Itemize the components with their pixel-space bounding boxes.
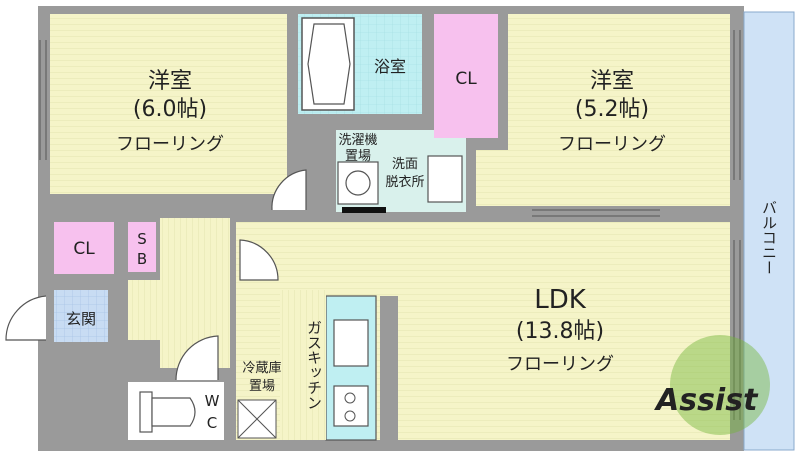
- room2-floor: フローリング: [558, 134, 666, 155]
- watermark-logo: Assist: [654, 383, 759, 418]
- room1-size: (6.0帖): [133, 97, 207, 122]
- window-left: [39, 40, 47, 160]
- western-room-2-alcove: [476, 150, 516, 206]
- ldk-size: (13.8帖): [516, 319, 604, 344]
- door-hall: [239, 239, 279, 281]
- entrance-label: 玄関: [66, 310, 96, 328]
- toilet-tank: [139, 391, 153, 433]
- room2-size: (5.2帖): [575, 97, 649, 122]
- washroom-label-1: 洗面: [392, 157, 418, 172]
- shoe-box: [128, 222, 156, 272]
- window-right: [733, 30, 741, 420]
- gas-stove: [333, 385, 369, 427]
- kitchen-sink: [333, 319, 369, 367]
- western-room-1: [50, 14, 287, 194]
- closet2-label: CL: [455, 69, 477, 89]
- western-room-2: [508, 14, 730, 206]
- door-room1: [271, 169, 307, 211]
- watermark-circle: [670, 335, 770, 435]
- kitchen-wall: [380, 296, 398, 440]
- door-toilet: [175, 335, 219, 381]
- wc-label-2: C: [207, 414, 217, 432]
- closet-1: [54, 222, 114, 274]
- burner-1: [344, 392, 356, 404]
- wc-label-1: W: [205, 392, 220, 410]
- bathtub-basin: [307, 23, 351, 105]
- ldk-name: LDK: [534, 285, 587, 315]
- fridge-cross: [237, 399, 277, 439]
- window-bottom: [532, 209, 660, 217]
- washer-drum: [345, 170, 371, 196]
- entrance-area: [54, 290, 108, 342]
- closet-2: [434, 14, 498, 138]
- sb-label-2: B: [137, 250, 147, 268]
- washroom-label-2: 脱衣所: [385, 174, 424, 190]
- bath-label: 浴室: [374, 57, 406, 76]
- balcony-area: [743, 11, 795, 451]
- burner-2: [344, 410, 356, 422]
- balcony-label: バルコニー: [760, 200, 778, 275]
- door-entrance: [5, 295, 47, 341]
- sb-label-1: S: [137, 230, 147, 248]
- wash-basin: [427, 155, 463, 203]
- room1-floor: フローリング: [116, 134, 224, 155]
- closet1-label: CL: [73, 239, 95, 259]
- hallway-2: [128, 280, 228, 340]
- kitchen-label: ガスキッチン: [305, 320, 323, 410]
- washer-label-1: 洗濯機: [338, 133, 377, 148]
- fridge-label-1: 冷蔵庫: [242, 361, 281, 376]
- washer-place: [337, 161, 379, 205]
- room2-name: 洋室: [590, 69, 634, 94]
- washer-label-2: 置場: [345, 149, 371, 164]
- room1-name: 洋室: [148, 69, 192, 94]
- toilet-bowl: [151, 397, 196, 427]
- ldk-floor: フローリング: [506, 354, 614, 375]
- fridge-label-2: 置場: [249, 379, 275, 394]
- kitchen-aisle: [280, 290, 326, 440]
